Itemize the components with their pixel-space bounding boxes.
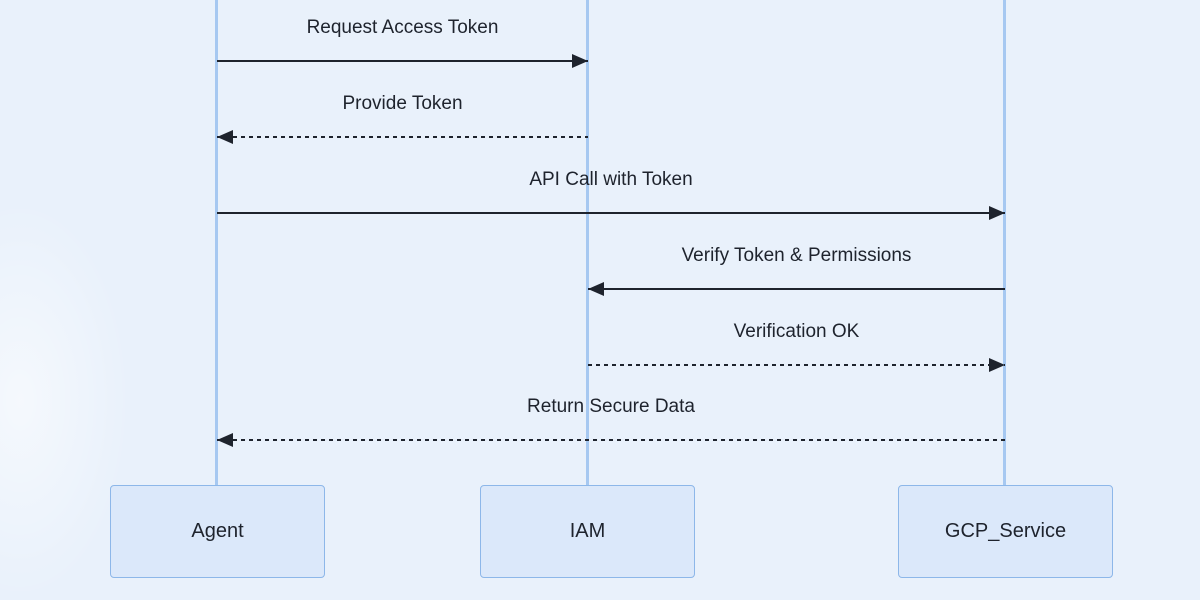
message-label: API Call with Token xyxy=(529,169,693,190)
message-label: Return Secure Data xyxy=(527,396,695,417)
message-return-secure-data: Return Secure Data xyxy=(217,395,1005,447)
message-line xyxy=(588,288,1005,290)
actor-label: IAM xyxy=(569,520,606,542)
lifeline-agent xyxy=(215,0,218,487)
lifeline-iam xyxy=(586,0,589,487)
message-line xyxy=(217,60,588,62)
message-label: Request Access Token xyxy=(306,17,499,38)
arrowhead-right-icon xyxy=(989,358,1005,372)
message-label: Verify Token & Permissions xyxy=(681,245,912,266)
arrowhead-left-icon xyxy=(217,433,233,447)
arrowhead-right-icon xyxy=(989,206,1005,220)
actor-gcp-service: GCP_Service xyxy=(898,485,1113,578)
message-line xyxy=(588,364,1005,366)
actor-label: Agent xyxy=(191,520,244,542)
message-line xyxy=(217,439,1005,441)
arrowhead-left-icon xyxy=(588,282,604,296)
message-label: Provide Token xyxy=(342,93,463,114)
message-verification-ok: Verification OK xyxy=(588,320,1005,372)
actor-agent: Agent xyxy=(110,485,325,578)
message-provide-token: Provide Token xyxy=(217,92,588,144)
message-api-call-with-token: API Call with Token xyxy=(217,168,1005,220)
message-line xyxy=(217,136,588,138)
lifeline-gcp-service xyxy=(1003,0,1006,487)
actor-label: GCP_Service xyxy=(944,520,1067,542)
message-request-access-token: Request Access Token xyxy=(217,16,588,68)
message-verify-token-permissions: Verify Token & Permissions xyxy=(588,244,1005,296)
arrowhead-left-icon xyxy=(217,130,233,144)
arrowhead-right-icon xyxy=(572,54,588,68)
message-label: Verification OK xyxy=(733,321,860,342)
actor-iam: IAM xyxy=(480,485,695,578)
message-line xyxy=(217,212,1005,214)
